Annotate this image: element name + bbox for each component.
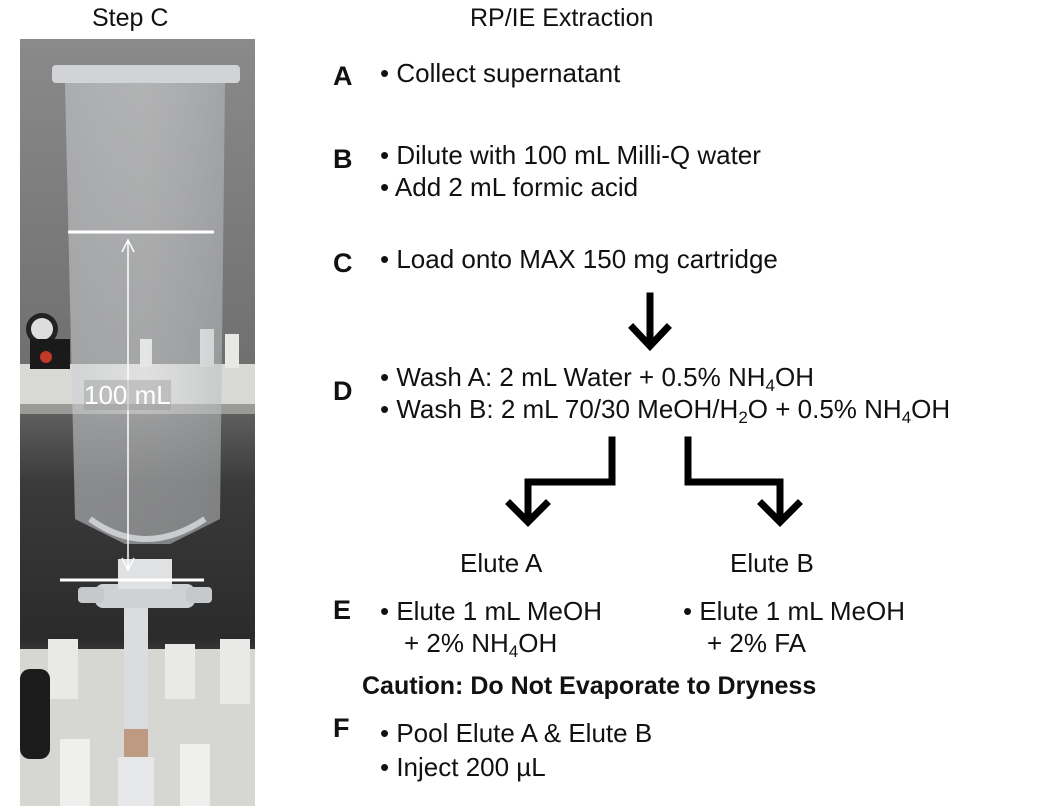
- down-arrow-c-to-d: [628, 292, 672, 352]
- step-letter-d: D: [333, 376, 353, 406]
- volume-label: 100 mL: [84, 380, 171, 410]
- elute-a-line-1: • Elute 1 mL MeOH: [380, 596, 602, 626]
- elute-a-line-2: + 2% NH4OH: [404, 628, 558, 661]
- wash-b-text-mid: O + 0.5% NH: [747, 394, 902, 424]
- step-letter-b: B: [333, 144, 353, 174]
- wash-b-line: • Wash B: 2 mL 70/30 MeOH/H2O + 0.5% NH4…: [380, 394, 951, 427]
- split-arrow-to-elute-a: [505, 436, 616, 527]
- step-c-line-1: • Load onto MAX 150 mg cartridge: [380, 244, 778, 274]
- step-letter-f: F: [333, 713, 350, 743]
- wash-b-text: • Wash B: 2 mL 70/30 MeOH/H: [380, 394, 739, 424]
- step-b-line-2: • Add 2 mL formic acid: [380, 172, 639, 202]
- step-letter-a: A: [333, 61, 353, 91]
- elute-a-line-2-end: OH: [518, 628, 558, 658]
- split-arrow-to-elute-b: [684, 436, 803, 527]
- volume-arrow-head-down: [121, 557, 135, 572]
- volume-marker: [60, 230, 214, 582]
- elute-b-title: Elute B: [730, 548, 814, 578]
- photo-heading: Step C: [92, 4, 169, 32]
- wash-a-text-end: OH: [774, 362, 814, 392]
- step-f-line-1: • Pool Elute A & Elute B: [380, 718, 653, 748]
- wash-b-text-end: OH: [911, 394, 951, 424]
- cartridge-photo: [20, 39, 255, 806]
- elute-a-title: Elute A: [460, 548, 543, 578]
- elute-a-subscript: 4: [508, 642, 519, 661]
- step-a-line-1: • Collect supernatant: [380, 58, 621, 88]
- step-b-line-1: • Dilute with 100 mL Milli-Q water: [380, 140, 761, 170]
- wash-a-line: • Wash A: 2 mL Water + 0.5% NH4OH: [380, 362, 814, 395]
- elute-b-line-1: • Elute 1 mL MeOH: [683, 596, 905, 626]
- caution-note: Caution: Do Not Evaporate to Dryness: [362, 672, 817, 700]
- volume-arrow-head-up: [121, 238, 135, 253]
- wash-a-subscript: 4: [765, 376, 775, 395]
- wash-b-subscript-2: 4: [901, 408, 912, 427]
- step-letter-e: E: [333, 595, 352, 625]
- step-letter-c: C: [333, 248, 353, 278]
- wash-a-text: • Wash A: 2 mL Water + 0.5% NH: [380, 362, 766, 392]
- protocol-heading: RP/IE Extraction: [470, 4, 654, 32]
- step-f-line-2: • Inject 200 µL: [380, 752, 546, 782]
- elute-b-line-2: + 2% FA: [707, 628, 806, 658]
- wash-b-subscript-1: 2: [738, 408, 748, 427]
- elute-a-line-2-text: + 2% NH: [404, 628, 509, 658]
